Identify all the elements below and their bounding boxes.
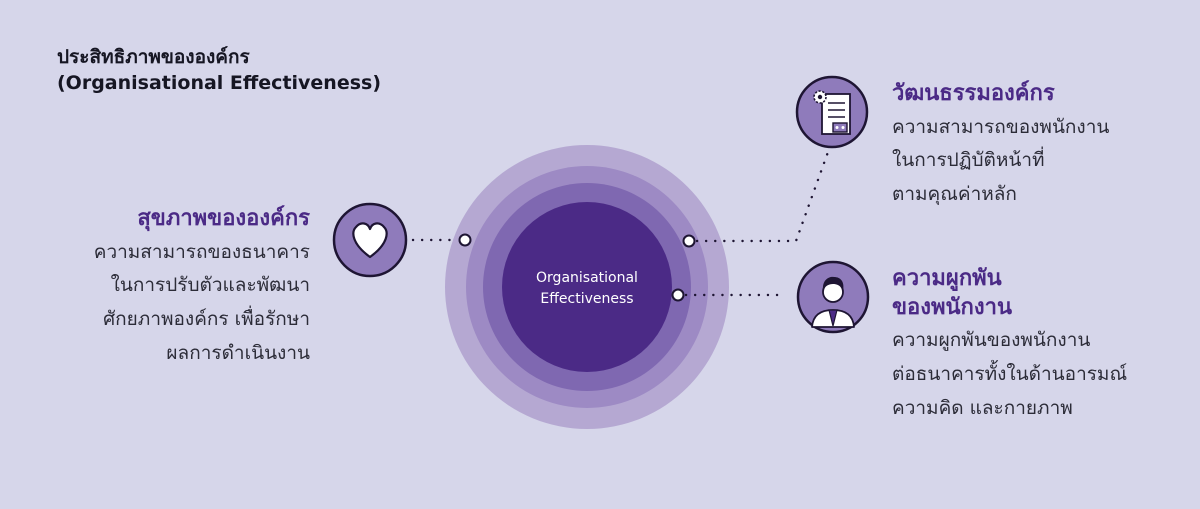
org-culture-description: ความสามารถของพนักงาน ในการปฏิบัติหน้าที่… [892,111,1109,212]
org-health-line: ความสามารถของธนาคาร [93,240,310,263]
org-culture-line: ความสามารถของพนักงาน [892,115,1110,138]
employee-icon [796,260,870,334]
page-title: ประสิทธิภาพขององค์กร (Organisational Eff… [57,44,381,96]
page-title-english: (Organisational Effectiveness) [57,72,382,95]
employee-engagement-heading-line: ความผูกพัน [892,266,1002,291]
org-culture-block: วัฒนธรรมองค์กร ความสามารถของพนักงาน ในกา… [892,80,1109,212]
org-health-line: ผลการดำเนินงาน [166,342,310,365]
employee-engagement-line: ความคิด และกายภาพ [892,396,1073,419]
org-health-description: ความสามารถของธนาคาร ในการปรับตัวและพัฒนา… [94,236,310,371]
org-culture-heading: วัฒนธรรมองค์กร [892,81,1055,106]
center-label-line1: Organisational [536,270,638,286]
org-health-block: สุขภาพขององค์กร ความสามารถของธนาคาร ในกา… [94,205,310,371]
org-health-line: ศักยภาพองค์กร เพื่อรักษา [103,308,310,331]
employee-engagement-description: ความผูกพันของพนักงาน ต่อธนาคารทั้งในด้าน… [892,324,1127,425]
employee-engagement-block: ความผูกพัน ของพนักงาน ความผูกพันของพนักง… [892,265,1127,426]
endpoint-engagement [671,288,685,302]
endpoint-culture [682,234,696,248]
employee-engagement-heading-line: ของพนักงาน [892,294,1012,320]
connector-culture [695,150,830,243]
org-culture-line: ในการปฏิบัติหน้าที่ [892,149,1045,172]
org-health-line: ในการปรับตัวและพัฒนา [110,274,310,297]
org-health-heading: สุขภาพขององค์กร [137,206,310,231]
endpoint-health [458,233,472,247]
org-culture-line: ตามคุณค่าหลัก [892,183,1017,206]
employee-engagement-line: ต่อธนาคารทั้งในด้านอารมณ์ [892,363,1128,385]
heart-icon [332,202,408,278]
employee-engagement-line: ความผูกพันของพนักงาน [892,329,1091,352]
center-label-line2: Effectiveness [540,291,633,307]
page-title-thai: ประสิทธิภาพขององค์กร [57,46,250,68]
core-circle [502,202,672,372]
document-gear-icon [795,75,869,149]
employee-engagement-heading: ความผูกพัน ของพนักงาน [892,265,1127,322]
